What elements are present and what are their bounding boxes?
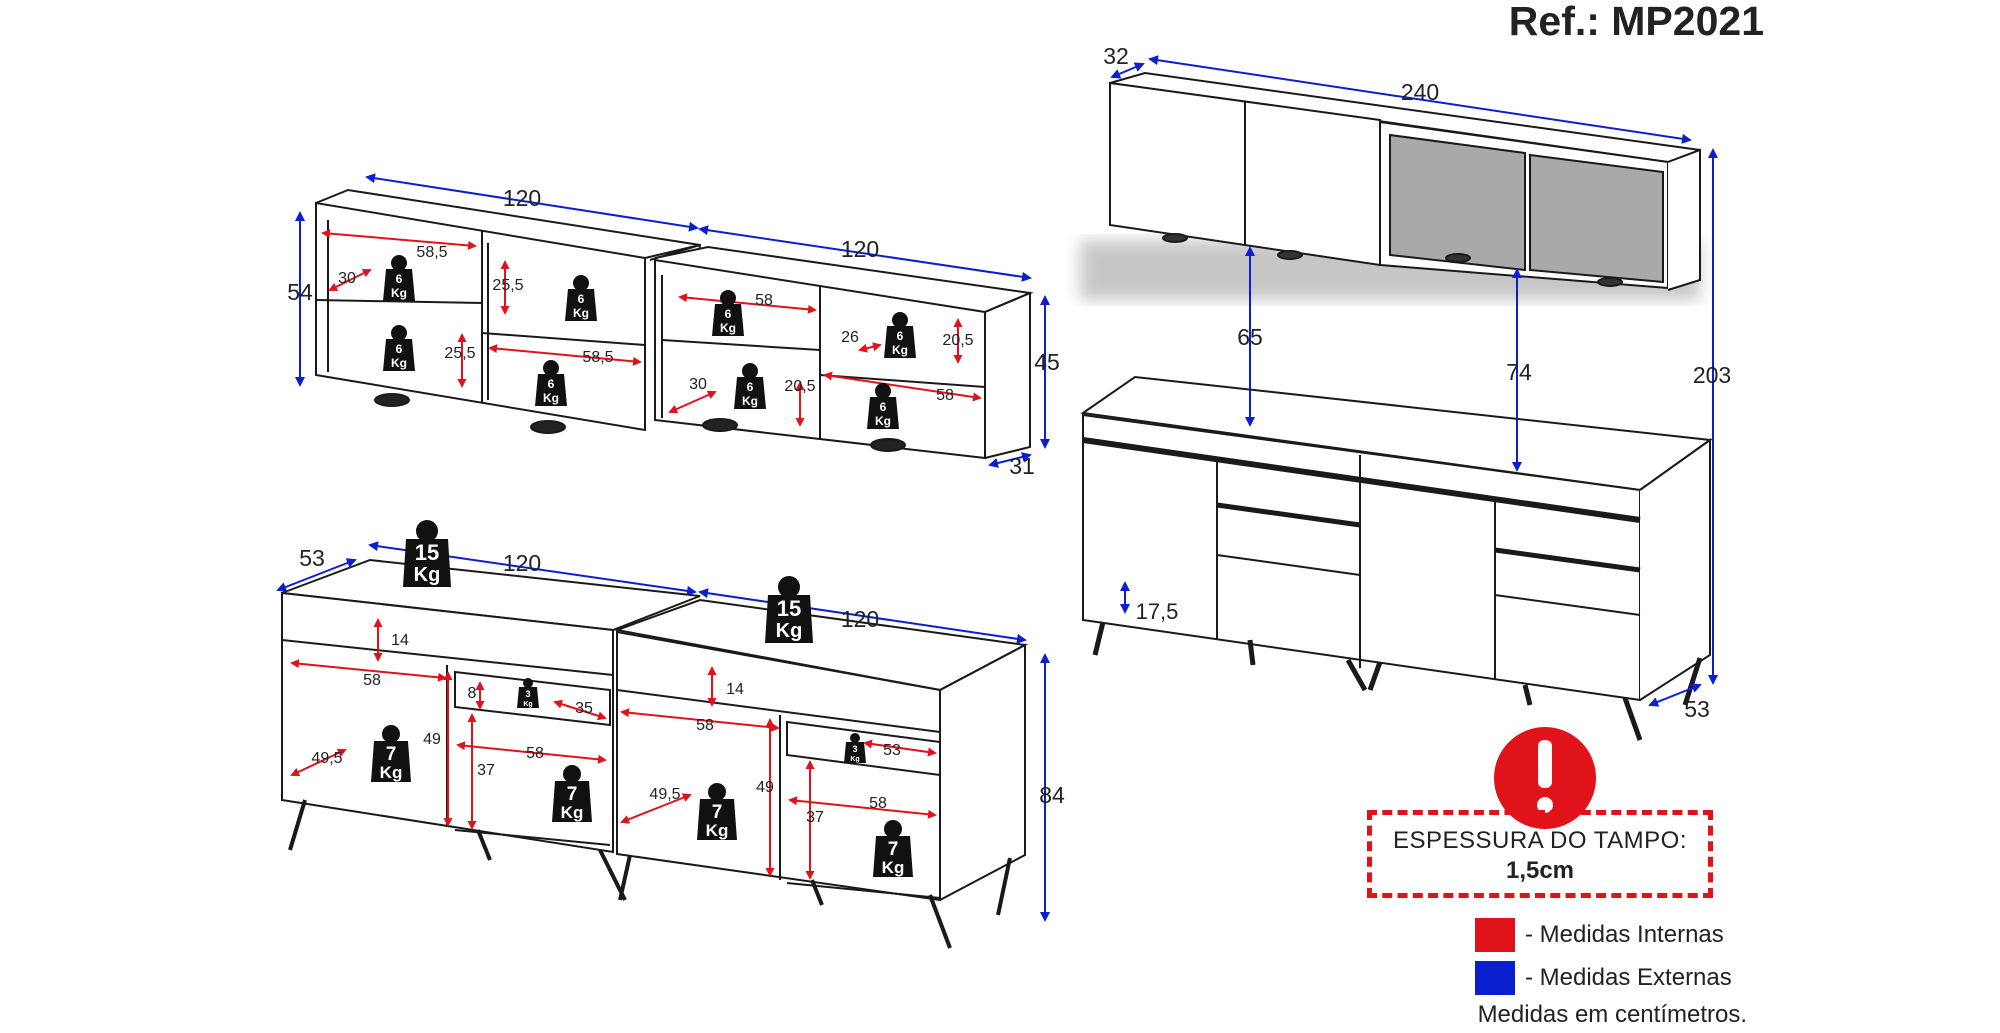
base-cabinet-internal-dims [290, 618, 937, 880]
dim-65: 65 [1237, 324, 1263, 350]
right-unit-external-dims [1110, 55, 1718, 707]
warning-line-2: 1,5cm [1505, 857, 1575, 884]
tabletop-thickness-warning: ESPESSURA DO TAMPO: 1,5cm [1367, 810, 1713, 898]
svg-text:58,5: 58,5 [416, 244, 447, 261]
dim-54: 54 [287, 279, 313, 305]
base-buffet [1080, 375, 1713, 741]
dim-84: 84 [1039, 782, 1065, 808]
svg-text:58: 58 [869, 795, 887, 812]
dim-53-right: 53 [1684, 696, 1710, 722]
warning-line-1: ESPESSURA DO TAMPO: [1392, 827, 1688, 854]
base-cabinet-internal-labels: 14 14 58 58 58 58 49 49 37 37 49,5 49,5 … [311, 632, 901, 826]
dim-120-a: 120 [503, 185, 541, 211]
svg-text:14: 14 [726, 681, 744, 698]
dim-120-c: 120 [503, 550, 541, 576]
svg-text:53: 53 [883, 742, 901, 759]
wall-shelf-unit [315, 188, 1034, 460]
svg-text:58: 58 [755, 292, 773, 309]
dim-120-b: 120 [841, 236, 879, 262]
dim-32: 32 [1103, 43, 1129, 69]
svg-text:30: 30 [338, 270, 356, 287]
svg-text:25,5: 25,5 [492, 277, 523, 294]
wall-shelf-internal-labels: 58,5 58,5 58 58 25,5 25,5 20,5 20,5 26 3… [338, 244, 974, 404]
svg-text:49,5: 49,5 [649, 786, 680, 803]
dim-45: 45 [1034, 349, 1060, 375]
legend-label-internal: - Medidas Internas [1525, 921, 1724, 948]
reference-title: Ref.: MP2021 [1508, 0, 1764, 44]
svg-text:58: 58 [363, 672, 381, 689]
svg-text:8: 8 [468, 685, 477, 702]
legend-swatch-external [1475, 961, 1515, 995]
svg-text:58: 58 [696, 717, 714, 734]
svg-text:14: 14 [391, 632, 409, 649]
dim-31: 31 [1009, 453, 1035, 479]
svg-text:20,5: 20,5 [784, 378, 815, 395]
svg-text:35: 35 [575, 700, 593, 717]
svg-text:20,5: 20,5 [942, 332, 973, 349]
dim-17-5: 17,5 [1136, 599, 1179, 624]
svg-text:58,5: 58,5 [582, 349, 613, 366]
svg-text:49,5: 49,5 [311, 750, 342, 767]
legend-label-external: - Medidas Externas [1525, 964, 1732, 991]
wall-shelf-external-dims [295, 173, 1050, 468]
exclamation-icon [1494, 727, 1596, 829]
wall-shelf-internal-dims [321, 229, 982, 427]
legend-internal: - Medidas Internas [1475, 915, 1724, 955]
dim-53-left: 53 [299, 545, 325, 571]
svg-text:37: 37 [806, 809, 824, 826]
legend-external: - Medidas Externas [1475, 958, 1732, 998]
svg-text:25,5: 25,5 [444, 345, 475, 362]
legend-swatch-internal [1475, 918, 1515, 952]
dim-240: 240 [1401, 79, 1439, 105]
svg-text:58: 58 [526, 745, 544, 762]
svg-text:49: 49 [756, 779, 774, 796]
units-footnote: Medidas em centímetros. [1477, 1001, 1747, 1028]
dim-74: 74 [1506, 359, 1532, 385]
dim-203: 203 [1693, 362, 1731, 388]
svg-text:58: 58 [936, 387, 954, 404]
svg-text:30: 30 [689, 376, 707, 393]
svg-text:26: 26 [841, 329, 859, 346]
svg-text:49: 49 [423, 731, 441, 748]
dim-120-d: 120 [841, 606, 879, 632]
svg-text:37: 37 [477, 762, 495, 779]
